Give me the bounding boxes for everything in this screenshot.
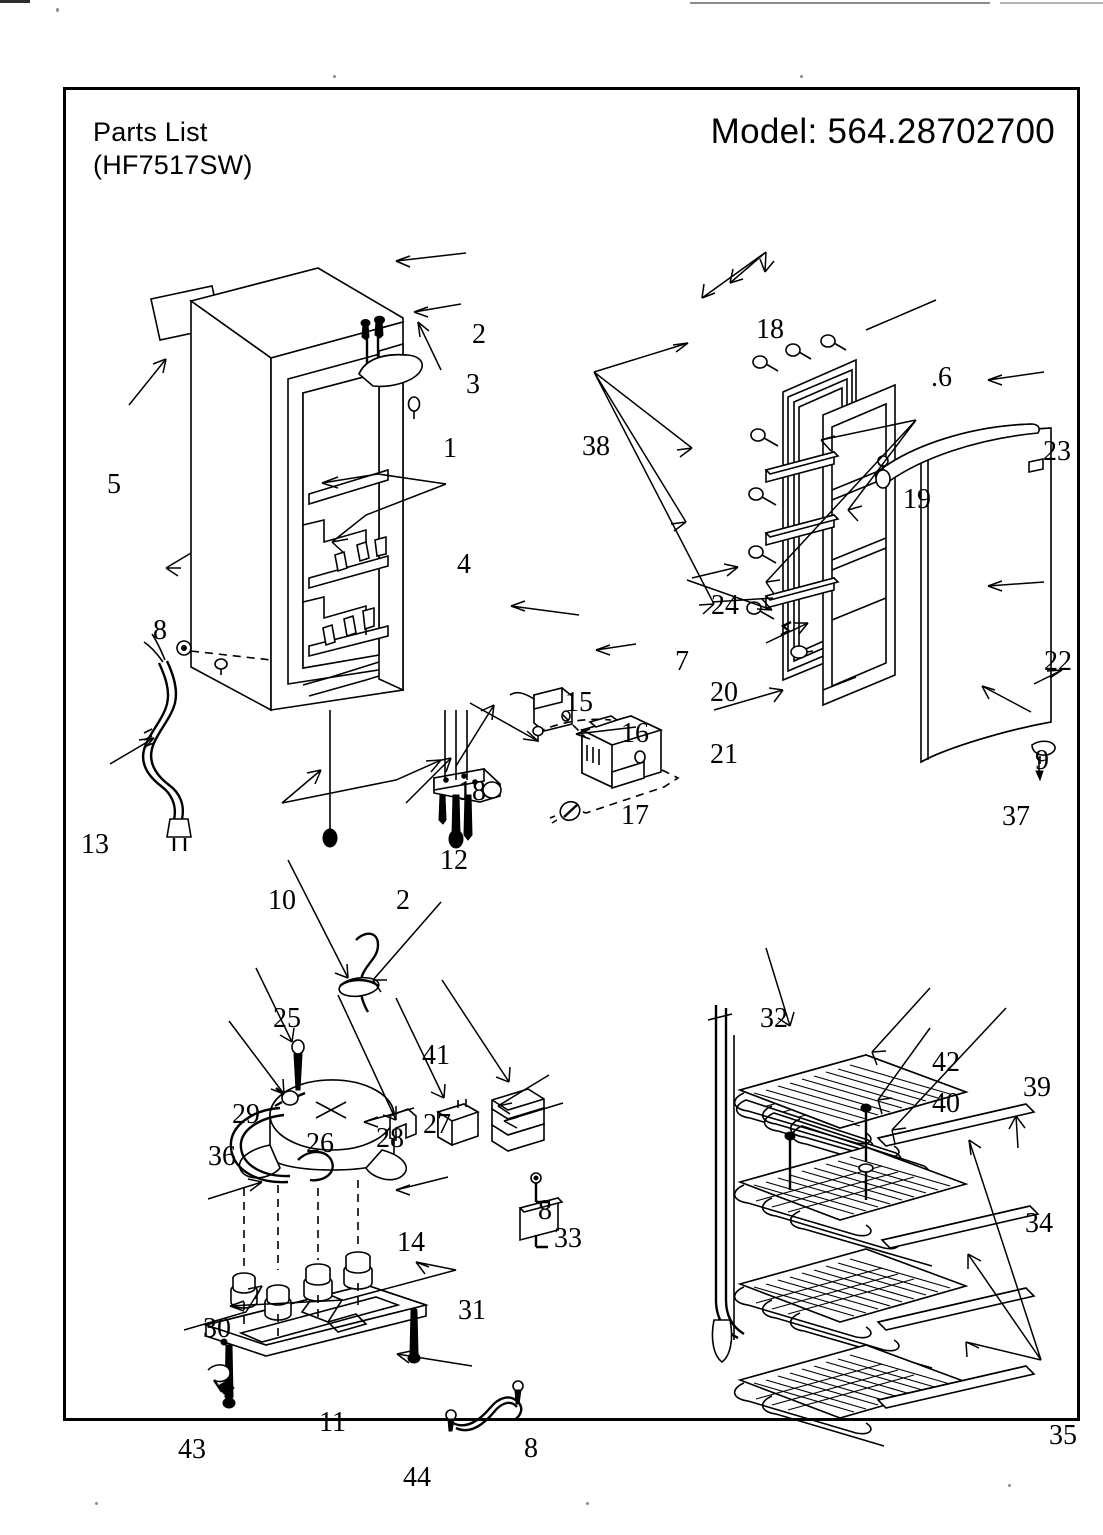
callout-11: 11 [319,1407,346,1438]
scan-edge-artifact [0,0,30,3]
callout-41: 41 [422,1040,450,1071]
callout-2-bottom: 2 [396,885,410,916]
shelf-front-bar-group [878,1104,1038,1408]
callout-35: 35 [1049,1420,1077,1451]
page-title-line1: Parts List [93,117,208,147]
callout-38: 38 [582,431,610,462]
scan-edge-artifact [1000,2,1103,4]
cabinet-assembly-art [143,268,678,851]
scan-edge-artifact [690,2,990,4]
shelf-assembly-art [708,1005,1038,1446]
callout-43: 43 [178,1434,206,1465]
door-screw-group [747,335,846,619]
callout-10: 10 [268,885,296,916]
callout-8-cabinet: 8 [153,615,167,646]
scan-speck [56,8,59,12]
callout-39: 39 [1023,1072,1051,1103]
door-assembly-art [747,335,1055,780]
callout-23: 23 [1043,436,1071,467]
callout-18-relay: 18 [458,776,486,807]
callout-30: 30 [203,1313,231,1344]
callout-27: 27 [423,1109,451,1140]
scan-speck [800,75,803,78]
callout-32: 32 [760,1003,788,1034]
grommet-group [231,1252,372,1320]
compressor-assembly-art [206,934,562,1431]
callout-44: 44 [403,1462,431,1493]
callout-26: 26 [306,1128,334,1159]
callout-20: 20 [710,677,738,708]
scan-speck [333,75,336,78]
page-title: Parts List (HF7517SW) [93,116,253,182]
scan-speck [95,1502,98,1505]
callout-42: 42 [932,1047,960,1078]
callout-25: 25 [273,1003,301,1034]
scan-speck [586,1502,589,1505]
callout-8-drier: 8 [538,1195,552,1226]
callout-1: 1 [443,433,457,464]
exploded-diagram-artwork [66,90,1083,1424]
callout-19: 19 [903,484,931,515]
callout-3: 3 [466,369,480,400]
evaporator-shelf [735,1345,966,1446]
model-number-label: Model: 564.28702700 [710,112,1055,151]
callout-9: 9 [1035,745,1049,776]
evaporator-shelf [735,1249,966,1368]
callout-40: 40 [932,1088,960,1119]
callout-37: 37 [1002,801,1030,832]
callout-33: 33 [554,1223,582,1254]
callout-31: 31 [458,1295,486,1326]
callout-17: 17 [621,800,649,831]
callout-5: 5 [107,469,121,500]
callout-29: 29 [232,1099,260,1130]
callout-4: 4 [457,549,471,580]
callout-36: 36 [208,1141,236,1172]
callout-leader-lines [110,253,636,803]
callout-2-top: 2 [472,319,486,350]
callout-7: 7 [675,646,689,677]
callout-16: 16 [621,718,649,749]
evaporator-shelf [735,1147,966,1266]
callout-18-door: 18 [756,314,784,345]
callout-34: 34 [1025,1208,1053,1239]
callout-22: 22 [1044,646,1072,677]
callout-24: 24 [711,590,739,621]
callout-14: 14 [397,1227,425,1258]
callout-21: 21 [710,739,738,770]
callout-8-harness: 8 [524,1433,538,1464]
callout-28: 28 [376,1123,404,1154]
scan-speck [1008,1484,1011,1487]
callout-13: 13 [81,829,109,860]
callout-12: 12 [440,845,468,876]
diagram-frame: Parts List (HF7517SW) Model: 564.2870270… [63,87,1083,1492]
callout-6: .6 [931,362,952,393]
page-title-line2: (HF7517SW) [93,149,253,180]
callout-15: 15 [565,687,593,718]
